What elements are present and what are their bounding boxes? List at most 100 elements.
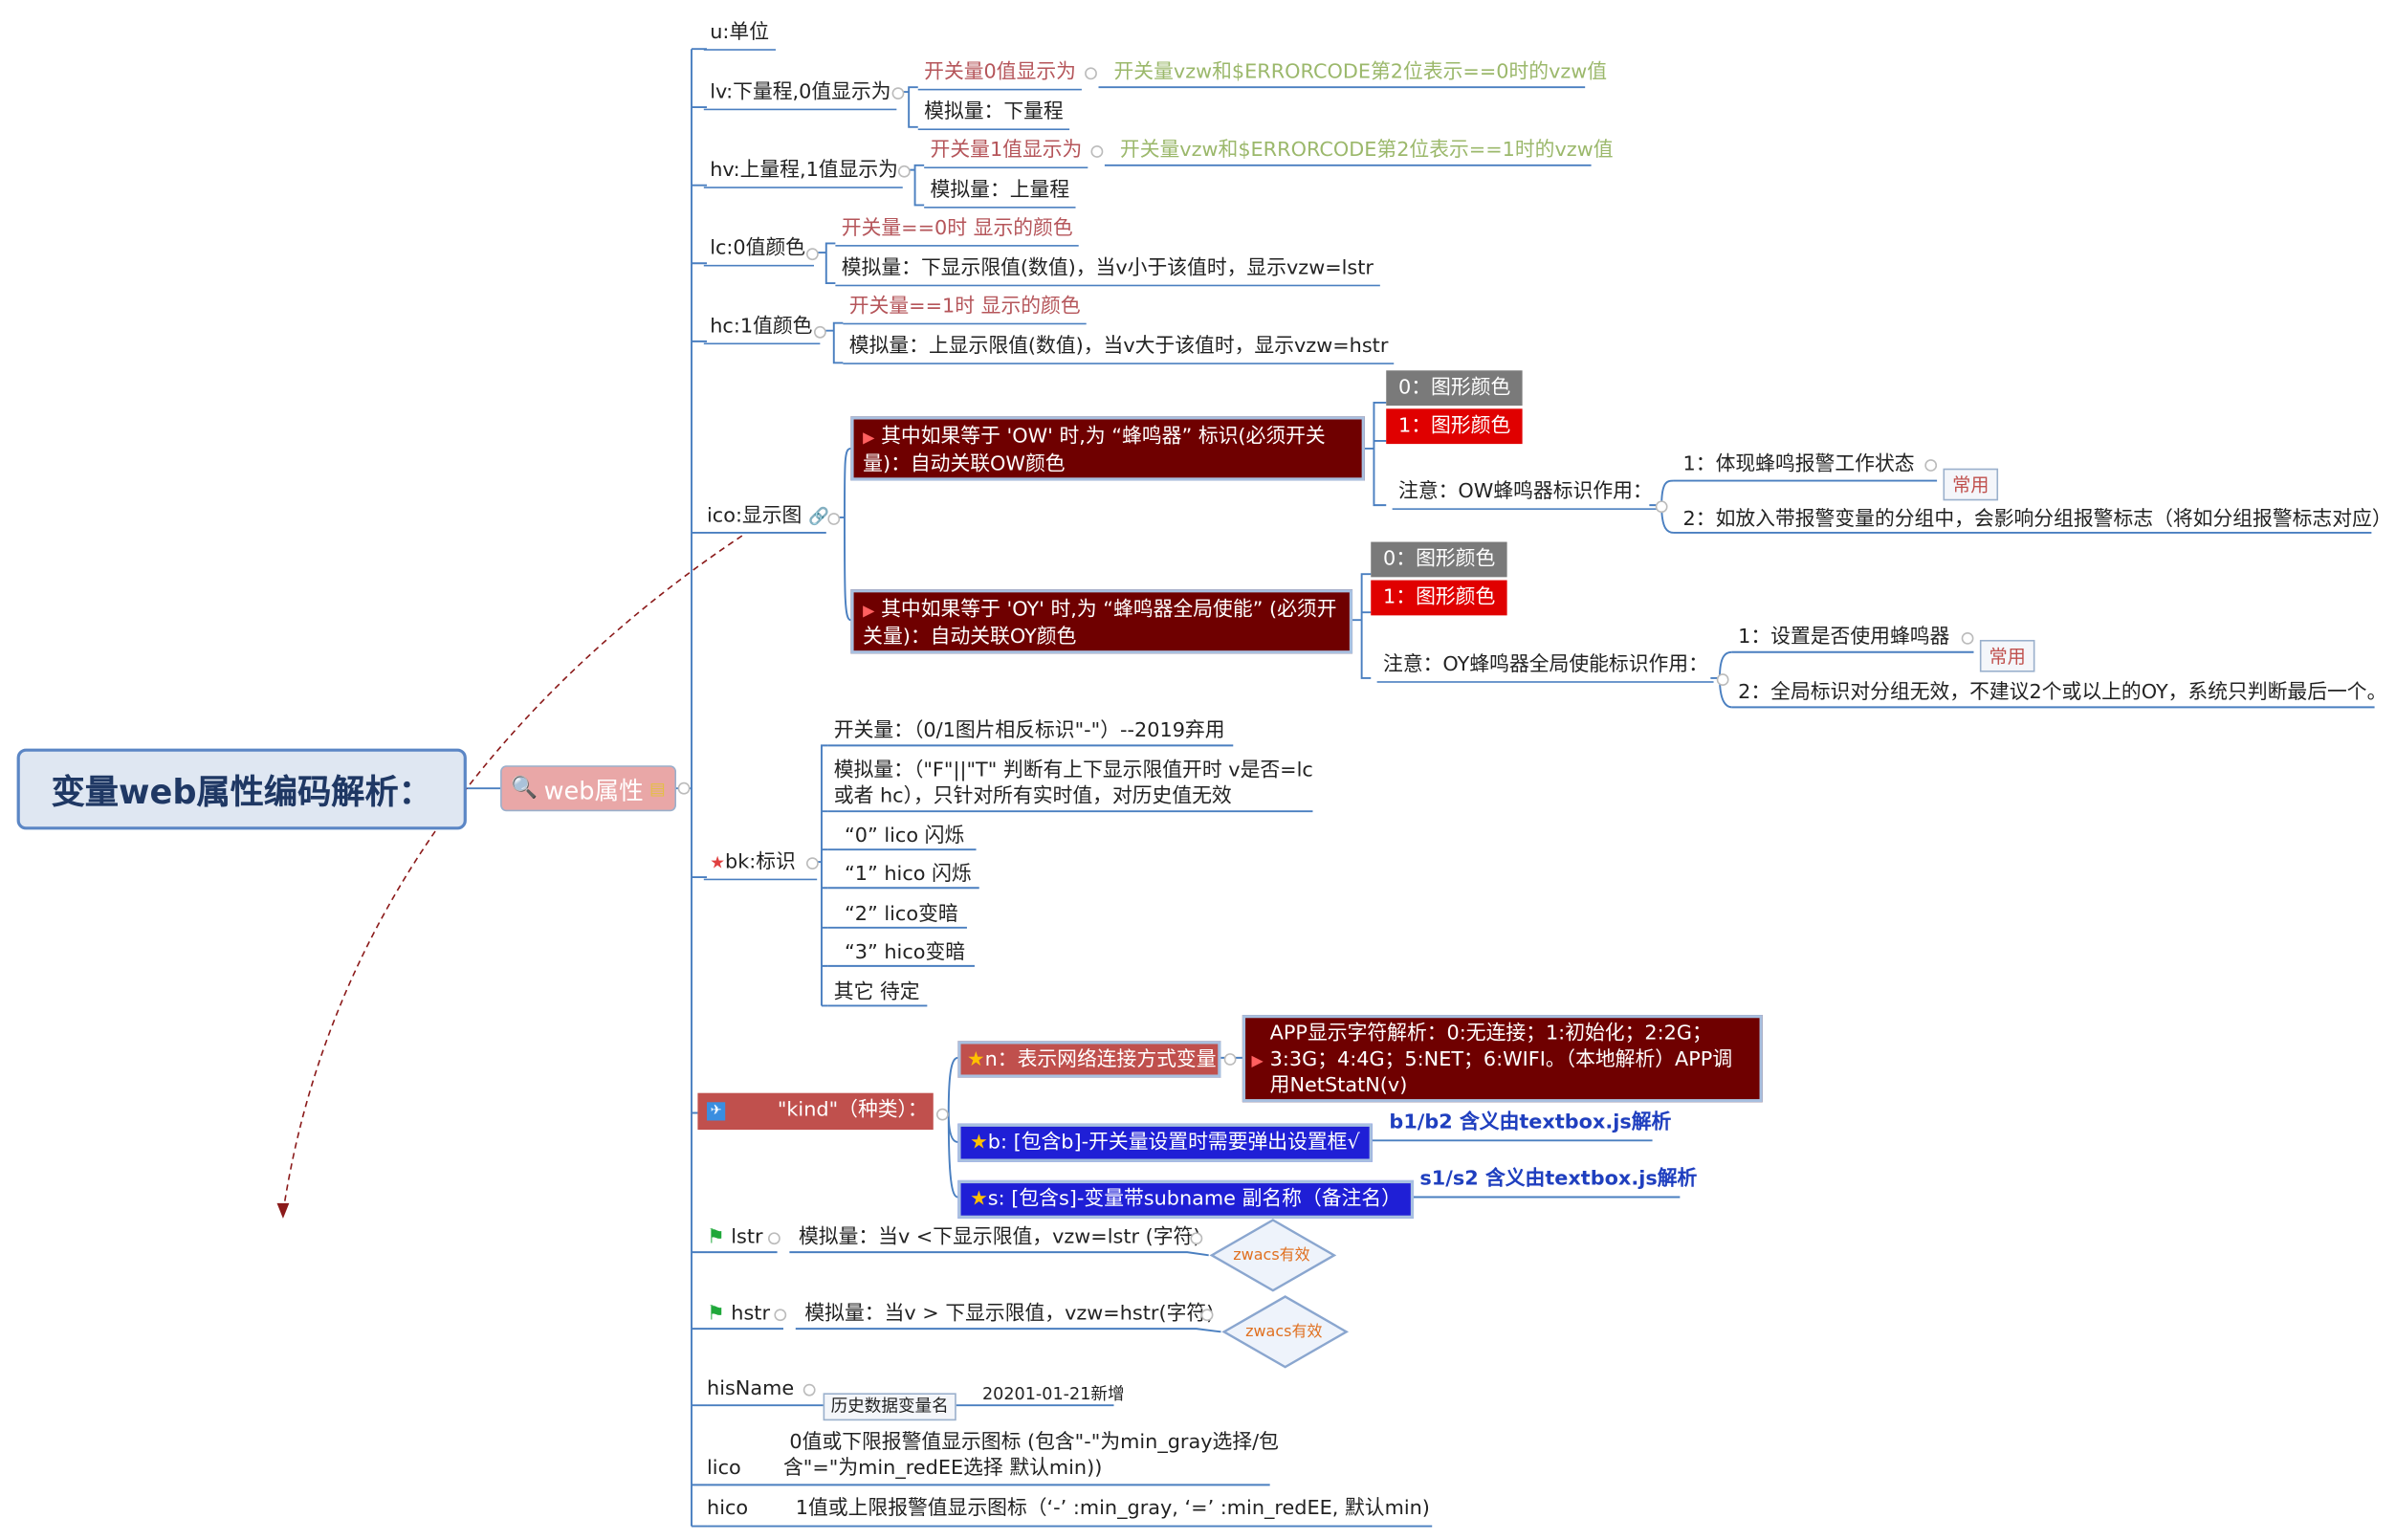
lc-analog-label[interactable]: 模拟量：下显示限值(数值)，当v小于该值时，显示vzw=lstr xyxy=(835,257,1380,287)
ico-ow-note[interactable]: 注意：OW蜂鸣器标识作用： xyxy=(1392,481,1660,510)
collapse-dot[interactable] xyxy=(1924,459,1938,472)
collapse-dot[interactable] xyxy=(802,1383,816,1397)
kind-s-box[interactable]: ★s: [包含s]-变量带subname 副名称（备注名） xyxy=(957,1179,1414,1219)
collapse-dot[interactable] xyxy=(897,165,911,178)
node-hc[interactable]: hc:1值颜色 xyxy=(703,316,821,345)
collapse-dot[interactable] xyxy=(805,857,819,870)
collapse-dot[interactable] xyxy=(805,248,819,261)
node-ico[interactable]: ico:显示图 🔗 xyxy=(707,505,829,530)
collapse-dot[interactable] xyxy=(1200,1309,1214,1322)
ico-oy-text: 其中如果等于 'OY' 时,为 “蜂鸣器全局使能” (必须开关量)：自动关联OY… xyxy=(863,598,1337,649)
ico-ow-c1[interactable]: 1：图形颜色 xyxy=(1386,408,1524,445)
node-bk[interactable]: ★bk:标识 xyxy=(703,850,818,881)
collapse-dot[interactable] xyxy=(813,325,826,339)
hico-text[interactable]: 1值或上限报警值显示图标（‘-’ :min_gray, ‘=’ :min_red… xyxy=(795,1497,1430,1521)
kind-n-label: n：表示网络连接方式变量 xyxy=(984,1048,1217,1072)
collapse-dot[interactable] xyxy=(827,513,841,525)
root-topic[interactable]: 变量web属性编码解析： xyxy=(16,748,467,830)
hv-analog-label[interactable]: 模拟量：上量程 xyxy=(924,179,1076,209)
node-bk-label: bk:标识 xyxy=(725,850,796,874)
star-icon: ★ xyxy=(970,1187,988,1211)
node-hstr[interactable]: ⚑ hstr xyxy=(707,1303,770,1328)
lv-analog-label[interactable]: 模拟量：下量程 xyxy=(917,101,1070,131)
plane-icon: ✈ xyxy=(707,1101,726,1120)
bk-item[interactable]: “3” hico变暗 xyxy=(844,941,966,965)
bk-item[interactable]: 开关量：（0/1图片相反标识"-"）--2019弃用 xyxy=(833,719,1225,743)
ico-oy-n2[interactable]: 2：全局标识对分组无效，不建议2个或以上的OY，系统只判断最后一个。 xyxy=(1738,681,2387,705)
lico-text1[interactable]: 0值或下限报警值显示图标 (包含"-"为min_gray选择/包 xyxy=(789,1431,1279,1455)
hc-switch-label[interactable]: 开关量==1时 显示的颜色 xyxy=(843,296,1088,325)
node-lv[interactable]: lv:下量程,0值显示为 xyxy=(703,81,897,111)
ico-oy-note[interactable]: 注意：OY蜂鸣器全局使能标识作用： xyxy=(1376,653,1715,683)
kind-b-box[interactable]: ★b: [包含b]-开关量设置时需要弹出设置框√ xyxy=(957,1123,1373,1162)
hv-switch-label[interactable]: 开关量1值显示为 xyxy=(924,140,1088,169)
node-lstr-label: lstr xyxy=(731,1225,763,1249)
node-lico[interactable]: lico xyxy=(707,1457,741,1481)
collapse-dot[interactable] xyxy=(1190,1232,1203,1245)
ico-ow-text: 其中如果等于 'OW' 时,为 “蜂鸣器” 标识(必须开关量)：自动关联OW颜色 xyxy=(863,425,1326,476)
ico-ow-n1-tag: 常用 xyxy=(1943,468,1999,501)
collapse-dot[interactable] xyxy=(1223,1053,1237,1066)
collapse-dot[interactable] xyxy=(1090,145,1104,158)
node-hisname[interactable]: hisName xyxy=(707,1377,795,1401)
collapse-dot[interactable] xyxy=(677,781,691,795)
lc-switch-label[interactable]: 开关量==0时 显示的颜色 xyxy=(835,217,1080,247)
node-lc[interactable]: lc:0值颜色 xyxy=(703,237,814,267)
root-title: 变量web属性编码解析： xyxy=(51,774,432,813)
hub-topic[interactable]: 🔍 web属性 ▤ xyxy=(500,765,677,812)
hisname-sub[interactable]: 历史数据变量名 xyxy=(823,1393,956,1421)
ico-oy-c1[interactable]: 1：图形颜色 xyxy=(1371,580,1508,616)
bk-item[interactable]: 或者 hc），只针对所有实时值，对历史值无效 xyxy=(833,785,1232,809)
ico-oy-box[interactable]: ▶ 其中如果等于 'OY' 时,为 “蜂鸣器全局使能” (必须开关量)：自动关联… xyxy=(850,589,1353,654)
hv-switch-note: 开关量vzw和$ERRORCODE第2位表示==1时的vzw值 xyxy=(1119,139,1614,163)
lv-switch-note: 开关量vzw和$ERRORCODE第2位表示==0时的vzw值 xyxy=(1113,61,1608,85)
lstr-tag: zwacs有效 xyxy=(1233,1247,1310,1265)
ico-ow-n2[interactable]: 2：如放入带报警变量的分组中，会影响分组报警标志（将如分组报警标志对应） xyxy=(1682,508,2392,532)
lv-switch-label[interactable]: 开关量0值显示为 xyxy=(917,61,1083,91)
lstr-text[interactable]: 模拟量：当v <下显示限值，vzw=lstr (字符) xyxy=(798,1225,1201,1249)
bk-item[interactable]: “0” lico 闪烁 xyxy=(844,825,965,848)
flag-icon: ▶ xyxy=(863,429,875,448)
node-kind[interactable]: ✈ "kind"（种类）： xyxy=(697,1092,934,1131)
search-icon: 🔍 xyxy=(511,776,539,802)
collapse-dot[interactable] xyxy=(1085,67,1097,80)
collapse-dot[interactable] xyxy=(935,1108,949,1121)
ico-ow-c0[interactable]: 0：图形颜色 xyxy=(1386,370,1524,407)
bk-item[interactable]: 模拟量：（"F"||"T" 判断有上下显示限值开时 v是否=lc xyxy=(833,759,1313,782)
ico-oy-n1-tag: 常用 xyxy=(1979,639,2035,672)
collapse-dot[interactable] xyxy=(774,1309,787,1322)
node-ico-label: ico:显示图 xyxy=(707,505,802,529)
star-icon: ★ xyxy=(966,1048,985,1072)
flag-icon: ▶ xyxy=(863,603,875,621)
kind-s-note: s1/s2 含义由textbox.js解析 xyxy=(1419,1168,1698,1192)
star-icon: ★ xyxy=(970,1131,988,1155)
bk-item[interactable]: “1” hico 闪烁 xyxy=(844,863,972,887)
ico-ow-n1[interactable]: 1：体现蜂鸣报警工作状态 xyxy=(1682,452,1915,476)
hc-analog-label[interactable]: 模拟量：上显示限值(数值)，当v大于该值时，显示vzw=hstr xyxy=(843,335,1395,364)
bk-item[interactable]: 其它 待定 xyxy=(833,980,920,1004)
collapse-dot[interactable] xyxy=(767,1232,780,1245)
node-lstr[interactable]: ⚑ lstr xyxy=(707,1226,763,1251)
node-u[interactable]: u:单位 xyxy=(703,21,776,51)
collapse-dot[interactable] xyxy=(1716,673,1729,686)
node-hv[interactable]: hv:上量程,1值显示为 xyxy=(703,159,903,188)
collapse-dot[interactable] xyxy=(891,87,905,100)
node-hico[interactable]: hico xyxy=(707,1497,749,1521)
kind-n-detail[interactable]: ▶ APP显示字符解析：0:无连接；1:初始化；2:2G；3:3G；4:4G；5… xyxy=(1242,1015,1763,1103)
collapse-dot[interactable] xyxy=(1655,500,1668,514)
kind-n-box[interactable]: ★n：表示网络连接方式变量 xyxy=(957,1041,1221,1078)
collapse-dot[interactable] xyxy=(1961,631,1974,645)
flag-icon: ⚑ xyxy=(707,1225,725,1249)
lico-text2[interactable]: 含"="为min_redEE选择 默认min)) xyxy=(782,1457,1103,1481)
node-kind-label: "kind"（种类）： xyxy=(777,1099,928,1123)
hstr-text[interactable]: 模拟量：当v > 下显示限值，vzw=hstr(字符) xyxy=(804,1302,1215,1326)
star-icon: ★ xyxy=(710,852,726,873)
bk-item[interactable]: “2” lico变暗 xyxy=(844,903,958,927)
kind-s-label: s: [包含s]-变量带subname 副名称（备注名） xyxy=(987,1187,1401,1211)
kind-b-note: b1/b2 含义由textbox.js解析 xyxy=(1389,1111,1672,1134)
flag-icon: ▶ xyxy=(1251,1053,1264,1070)
ico-oy-c0[interactable]: 0：图形颜色 xyxy=(1371,541,1508,578)
ico-ow-box[interactable]: ▶ 其中如果等于 'OW' 时,为 “蜂鸣器” 标识(必须开关量)：自动关联OW… xyxy=(850,416,1365,481)
ico-oy-n1[interactable]: 1：设置是否使用蜂鸣器 xyxy=(1738,626,1950,649)
